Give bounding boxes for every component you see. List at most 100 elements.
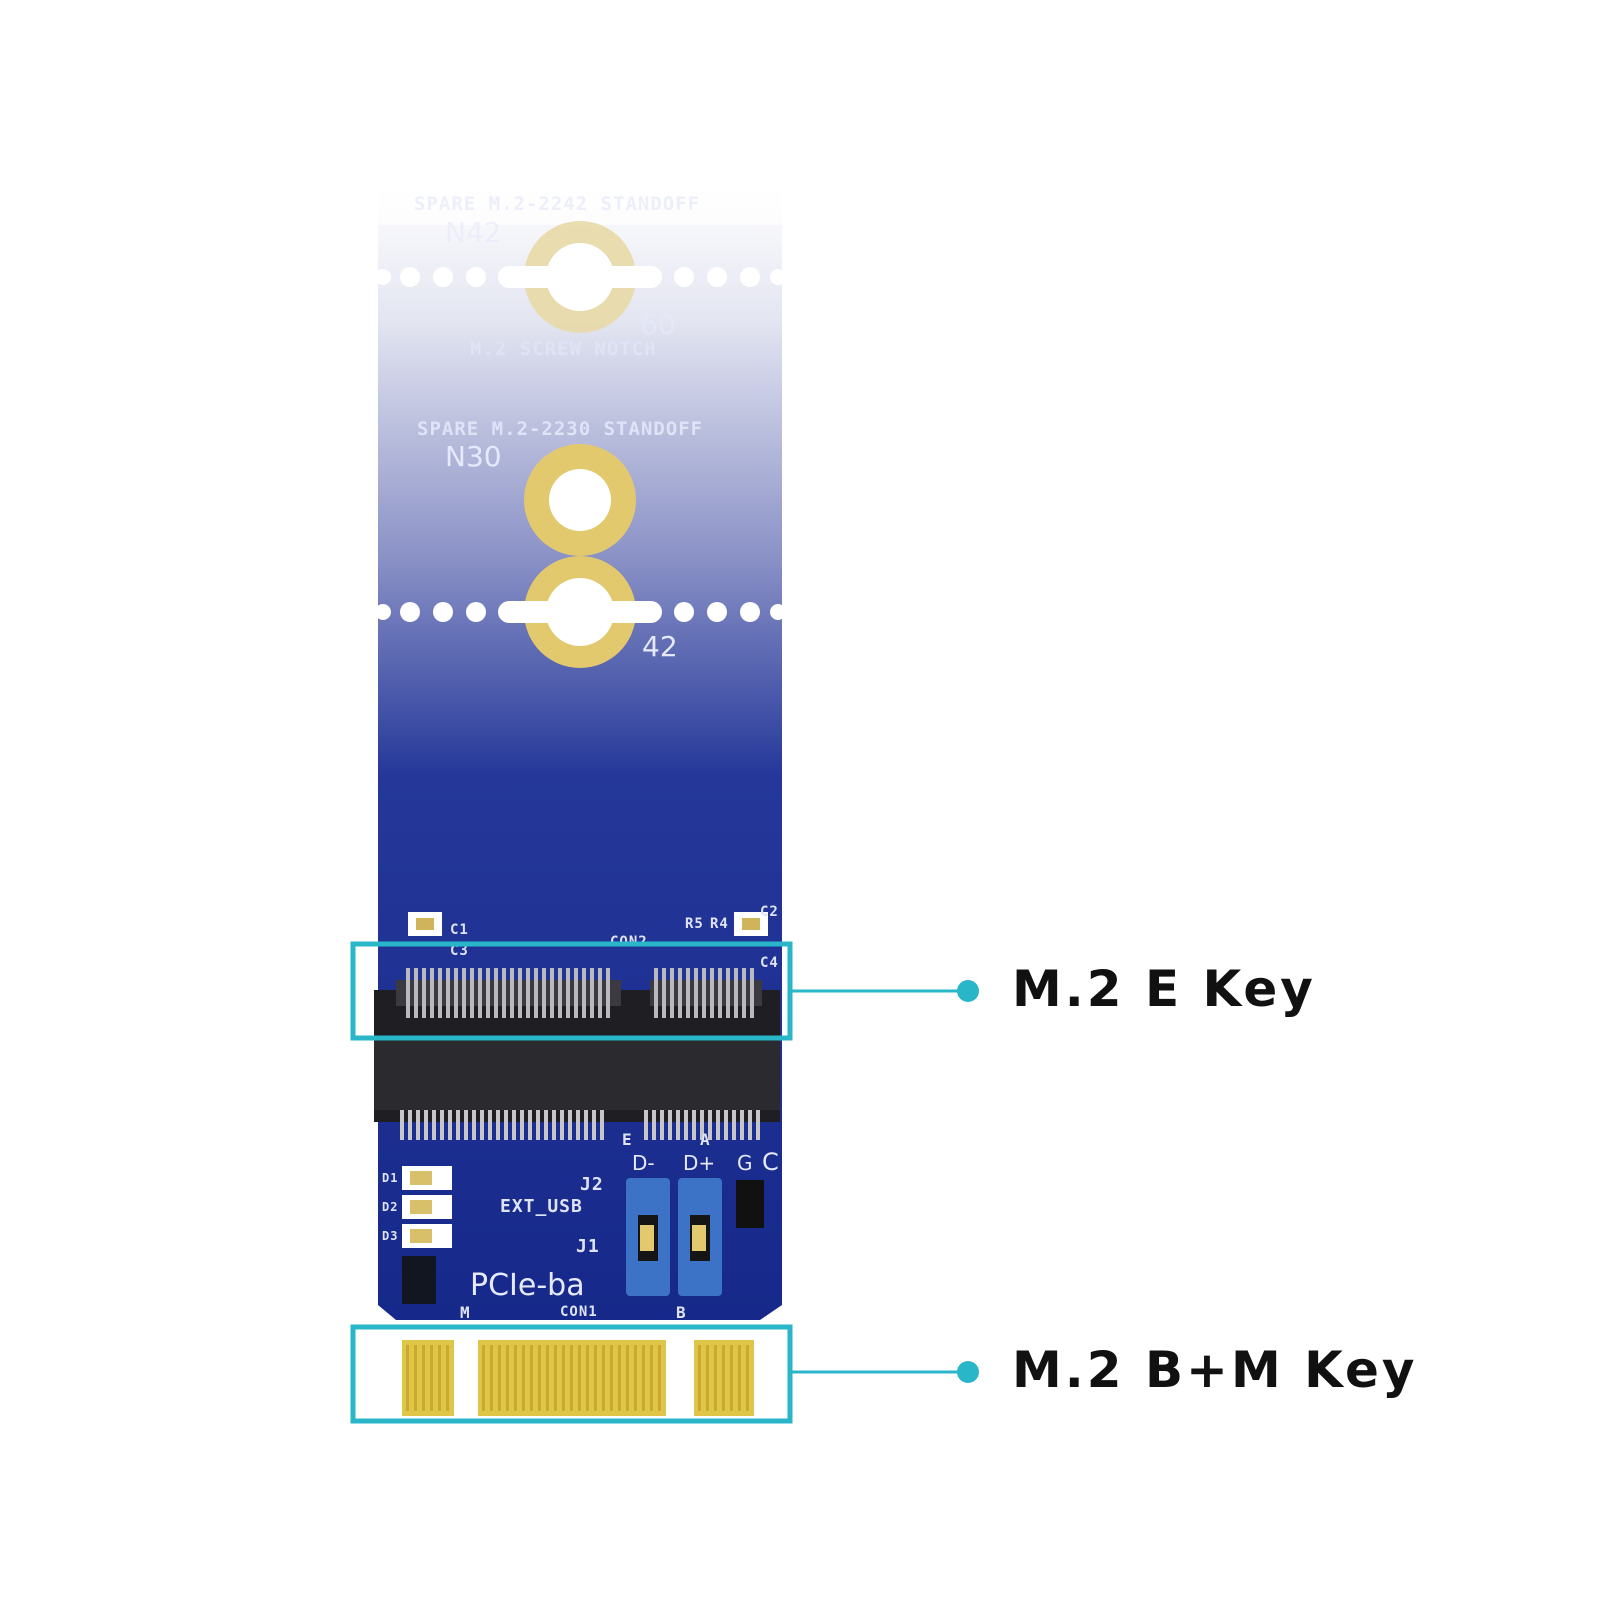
pin [514, 1345, 517, 1411]
pin [408, 1110, 412, 1140]
pcb-top-fade [378, 185, 782, 225]
pin [618, 1345, 621, 1411]
pin [502, 968, 506, 1018]
connector-pins-top [406, 968, 754, 1018]
pin [710, 968, 714, 1018]
pin [488, 1110, 492, 1140]
pin [642, 1345, 645, 1411]
pin [692, 1110, 696, 1140]
pin [560, 1110, 564, 1140]
pin [668, 1110, 672, 1140]
pin [454, 968, 458, 1018]
pin [464, 1110, 468, 1140]
pin [446, 1345, 449, 1411]
pin [718, 968, 722, 1018]
silk-pcie: PCIe-ba [470, 1268, 585, 1303]
silk-r4: R4 [710, 916, 729, 932]
pin [562, 1345, 565, 1411]
pin [714, 1345, 717, 1411]
silk-b: B [676, 1303, 687, 1322]
pin [590, 968, 594, 1018]
pin [684, 1110, 688, 1140]
silk-n30: N30 [445, 440, 502, 473]
silk-d2: D2 [382, 1200, 398, 1214]
pin [586, 1345, 589, 1411]
pin [400, 1110, 404, 1140]
pin [518, 968, 522, 1018]
pin [730, 1345, 733, 1411]
pin [438, 968, 442, 1018]
pin [678, 968, 682, 1018]
pin [658, 1345, 661, 1411]
pin [432, 1110, 436, 1140]
silk-c1: C1 [450, 922, 469, 938]
silk-d-plus: D+ [683, 1151, 715, 1175]
pin [498, 1345, 501, 1411]
pin [478, 968, 482, 1018]
silk-j2: J2 [580, 1174, 604, 1195]
pin [446, 968, 450, 1018]
pin [558, 968, 562, 1018]
pin [414, 1345, 417, 1411]
silk-42: 42 [642, 630, 678, 663]
pin [594, 1345, 597, 1411]
pin [644, 1110, 648, 1140]
callout-box-bm-key [350, 1324, 793, 1424]
pin [552, 1110, 556, 1140]
pin [550, 968, 554, 1018]
silk-a: A [700, 1130, 711, 1149]
silk-c3: C3 [450, 943, 469, 959]
pin [598, 968, 602, 1018]
pin [706, 1345, 709, 1411]
pin [440, 1110, 444, 1140]
pin [650, 1345, 653, 1411]
pin [700, 1110, 704, 1140]
pin [740, 1110, 744, 1140]
pin [542, 968, 546, 1018]
screw-pad-60 [498, 221, 662, 333]
pin [670, 968, 674, 1018]
pin [652, 1110, 656, 1140]
pin [528, 1110, 532, 1140]
pin [732, 1110, 736, 1140]
pin [546, 1345, 549, 1411]
standoff-row-60 [375, 267, 786, 287]
pin [568, 1110, 572, 1140]
capacitor-c1 [408, 912, 442, 936]
pin [676, 1110, 680, 1140]
pin [738, 1345, 741, 1411]
pin [662, 968, 666, 1018]
silk-d-minus: D- [632, 1151, 655, 1175]
silk-spare-2242: SPARE M.2-2242 STANDOFF [414, 193, 700, 215]
pin [746, 1345, 749, 1411]
pin [724, 1110, 728, 1140]
pin [750, 968, 754, 1018]
silk-60: 60 [640, 308, 676, 341]
pin [634, 1345, 637, 1411]
pin [512, 1110, 516, 1140]
standoff-row-42 [375, 602, 786, 622]
pin [448, 1110, 452, 1140]
pin [756, 1110, 760, 1140]
silk-ext-usb: EXT_USB [500, 1196, 583, 1217]
gold-finger-contacts [406, 1345, 749, 1411]
pin [578, 1345, 581, 1411]
pin [742, 968, 746, 1018]
pin [570, 1345, 573, 1411]
pin [702, 968, 706, 1018]
silk-n42: N42 [445, 216, 502, 249]
pin [530, 1345, 533, 1411]
pin [748, 1110, 752, 1140]
pin [422, 1345, 425, 1411]
pin [482, 1345, 485, 1411]
screw-pad-42 [498, 556, 662, 668]
pin [510, 968, 514, 1018]
pin [734, 968, 738, 1018]
silk-c2: C2 [760, 904, 779, 920]
pin [406, 968, 410, 1018]
pin [610, 1345, 613, 1411]
led-column [402, 1166, 452, 1304]
pin [480, 1110, 484, 1140]
pin [584, 1110, 588, 1140]
